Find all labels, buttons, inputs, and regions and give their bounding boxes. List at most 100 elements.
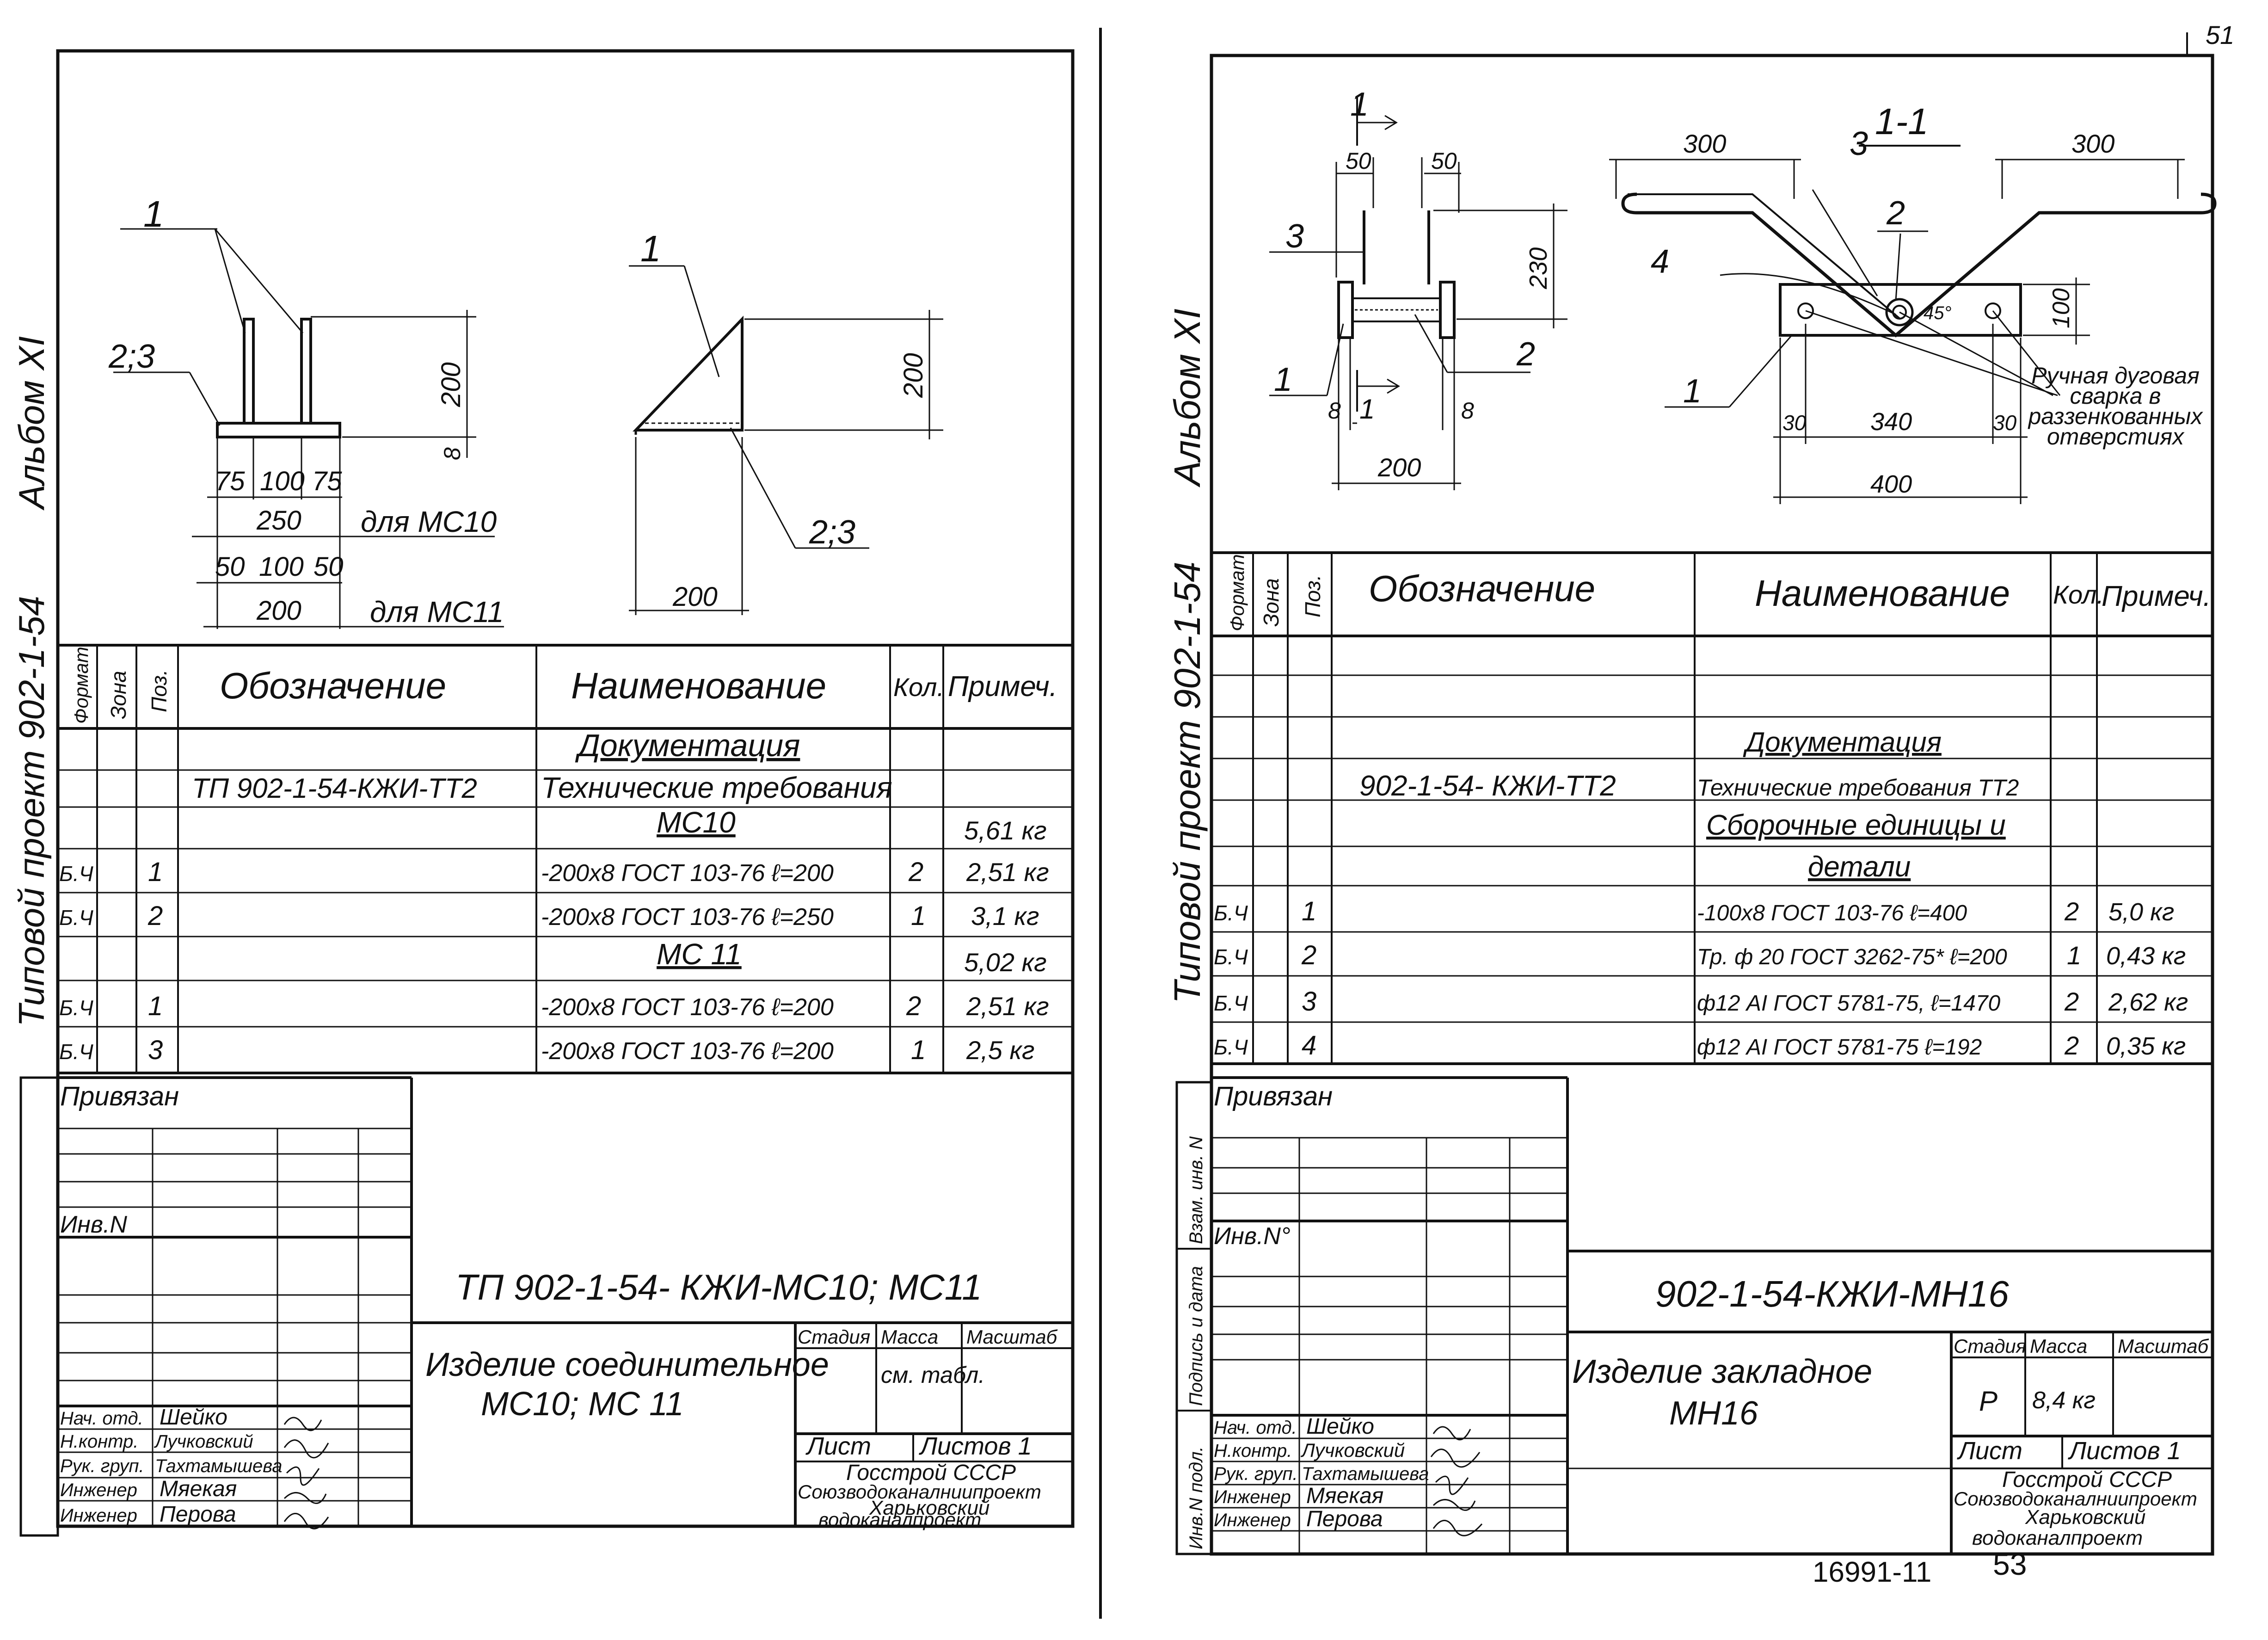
right-plan-dim-300b: 300	[2071, 129, 2114, 158]
left-side-pos-1: 1	[640, 228, 661, 269]
left-front-view: 1 2;3 75 100 75 250 50 100 50 200 200 8 …	[108, 193, 504, 629]
left-role-3: Рук. груп.	[60, 1456, 144, 1476]
right-dim-50b: 50	[1431, 148, 1457, 174]
right-h-zone: Зона	[1259, 578, 1283, 627]
right-section-arrow-top: 1	[1350, 86, 1369, 123]
right-stamp-podpis: Подпись и дата	[1186, 1266, 1206, 1406]
left-mass-value: см. табл.	[881, 1362, 985, 1388]
right-stage-header: Стадия	[1954, 1335, 2026, 1357]
right-plan-dim-30a: 30	[1782, 411, 1807, 435]
right-mass-value: 8,4 кг	[2032, 1387, 2096, 1414]
note-for-mc11: для МС11	[370, 595, 504, 629]
right-org-4: водоканалпроект	[1972, 1527, 2143, 1549]
left-sheet: Типовой проект 902-1-54 Альбом XI 1 2;3	[11, 49, 1075, 1537]
right-dim-50a: 50	[1346, 148, 1371, 174]
right-stamp-inv: Инв.N подл.	[1186, 1446, 1206, 1549]
left-r6-name: -200х8 ГОСТ 103-76 ℓ=200	[541, 994, 834, 1021]
right-mass-header: Масса	[2030, 1335, 2087, 1357]
right-sheet: Типовой проект 902-1-54 Альбом XI Взам. …	[1167, 20, 2234, 1556]
left-front-pos-1: 1	[143, 193, 164, 234]
right-role-4: Инженер	[1214, 1487, 1291, 1507]
right-name-4: Мяекая	[1306, 1484, 1383, 1508]
archive-number: 16991-11	[1813, 1556, 1931, 1588]
right-r5-pos: 2	[1301, 940, 1316, 970]
left-r7-note: 2,5 кг	[966, 1036, 1034, 1065]
left-dim-200v: 200	[436, 362, 466, 407]
left-titleblock: Привязан Инв.N ТП 902-1-54- КЖИ-МС10; МС…	[19, 1076, 1073, 1537]
right-row-tt2-name: Технические требования ТТ2	[1697, 775, 2019, 801]
right-sec-pos-1: 1	[1274, 361, 1292, 398]
right-sec-pos-3: 3	[1285, 218, 1304, 255]
left-role-4: Инженер	[60, 1480, 137, 1500]
right-row-asm-name: Сборочные единицы и	[1706, 809, 2006, 841]
left-h-pos: Поз.	[147, 669, 171, 712]
left-r4-pos: 2	[148, 901, 163, 931]
right-stamp-vzam: Взам. инв. N	[1186, 1136, 1206, 1244]
right-spec-table: Формат Зона Поз. Обозначение Наименовани…	[1211, 551, 2213, 1065]
right-r6-pos: 3	[1302, 986, 1316, 1017]
right-h-note: Примеч.	[2102, 580, 2211, 612]
right-plan-pos-1: 1	[1683, 373, 1702, 410]
left-r7-qty: 1	[911, 1035, 926, 1065]
right-plan-dim-100: 100	[2048, 288, 2075, 328]
note-for-mc10: для МС10	[361, 505, 497, 538]
right-section-arrow-bot: 1	[1359, 394, 1375, 425]
left-org-1: Госстрой СССР	[846, 1461, 1016, 1485]
right-role-1: Нач. отд.	[1214, 1418, 1297, 1438]
left-r6-qty: 2	[906, 991, 921, 1021]
right-plan-dim-30b: 30	[1993, 411, 2017, 435]
left-r3-name: -200х8 ГОСТ 103-76 ℓ=200	[541, 860, 834, 887]
left-side-pos-2-3: 2;3	[809, 514, 855, 551]
right-doc-code: 902-1-54-КЖИ-МН16	[1655, 1273, 2009, 1314]
right-plan-dim-340: 340	[1870, 408, 1912, 436]
right-plan-angle: 45°	[1924, 303, 1952, 323]
right-r5-qty: 1	[2067, 941, 2081, 970]
left-title-line2: МС10; МС 11	[481, 1386, 684, 1423]
right-titleblock: Привязан Инв.N° 902-1-54-КЖИ-МН16 Издели…	[1211, 1076, 2213, 1554]
left-h-zone: Зона	[106, 671, 130, 719]
left-r4-format: Б.Ч	[59, 906, 94, 930]
left-mass-header: Масса	[881, 1326, 938, 1348]
left-dim-75a: 75	[215, 466, 245, 496]
right-r7-format: Б.Ч	[1214, 1035, 1248, 1059]
right-plan-pos-2: 2	[1886, 195, 1905, 232]
left-row-mc10-note: 5,61 кг	[964, 816, 1047, 845]
left-r6-pos: 1	[148, 991, 163, 1021]
left-r3-format: Б.Ч	[59, 862, 94, 886]
left-spec-table: Формат Зона Поз. Обозначение Наименовани…	[58, 644, 1073, 1074]
right-r6-qty: 2	[2064, 987, 2079, 1016]
left-sheets-label: Листов 1	[919, 1432, 1032, 1460]
left-dim-50a: 50	[215, 552, 245, 582]
left-r7-pos: 3	[148, 1035, 163, 1065]
left-dim-50b: 50	[313, 552, 344, 582]
left-dim-75b: 75	[312, 466, 342, 496]
right-section-view: 1 1 1 2 3 50 50 230 8 8 200	[1269, 86, 1567, 490]
left-name-2: Лучковский	[154, 1431, 253, 1452]
right-h-designation: Обозначение	[1369, 568, 1595, 609]
right-h-qty: Кол.	[2053, 580, 2104, 609]
left-h-name: Наименование	[571, 665, 826, 706]
left-r3-pos: 1	[148, 857, 163, 887]
left-org-4: водоканалпроект	[818, 1509, 981, 1530]
right-h-name: Наименование	[1755, 573, 2010, 614]
right-r7-qty: 2	[2064, 1031, 2079, 1060]
left-r5-note: 5,02 кг	[964, 948, 1047, 977]
right-r7-pos: 4	[1302, 1030, 1316, 1060]
right-r4-qty: 2	[2064, 897, 2079, 926]
right-org-1: Госстрой СССР	[2002, 1467, 2172, 1492]
left-row-mc10-name: МС10	[657, 806, 736, 839]
left-side-dim-200v: 200	[898, 353, 928, 398]
right-r5-note: 0,43 кг	[2106, 942, 2186, 970]
left-h-qty: Кол.	[893, 672, 944, 702]
right-r4-pos: 1	[1302, 896, 1316, 926]
right-vertical-stamp-column	[1175, 1081, 1213, 1555]
right-sec-pos-2: 2	[1516, 336, 1535, 373]
right-side-label-album: Альбом XI	[1167, 308, 1208, 487]
left-dim-100b: 100	[259, 552, 304, 582]
left-frame	[56, 49, 1075, 1528]
right-sheet-label: Лист	[1957, 1437, 2022, 1465]
right-r7-note: 0,35 кг	[2106, 1032, 2186, 1060]
right-weld-note-box: Ручная дуговая сварка в раззенкованных о…	[2028, 365, 2203, 448]
right-sheets-label: Листов 1	[2068, 1437, 2181, 1465]
